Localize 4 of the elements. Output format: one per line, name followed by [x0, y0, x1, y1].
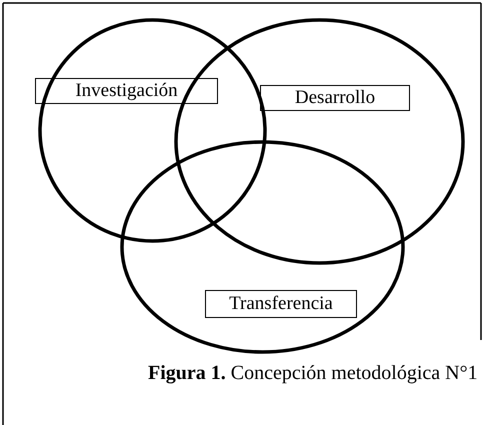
label-box: Investigación — [35, 78, 218, 104]
figure-caption: Figura 1. Concepción metodológica N°1 — [148, 362, 478, 385]
label-box: Desarrollo — [260, 85, 410, 111]
label-box: Transferencia — [205, 290, 357, 318]
